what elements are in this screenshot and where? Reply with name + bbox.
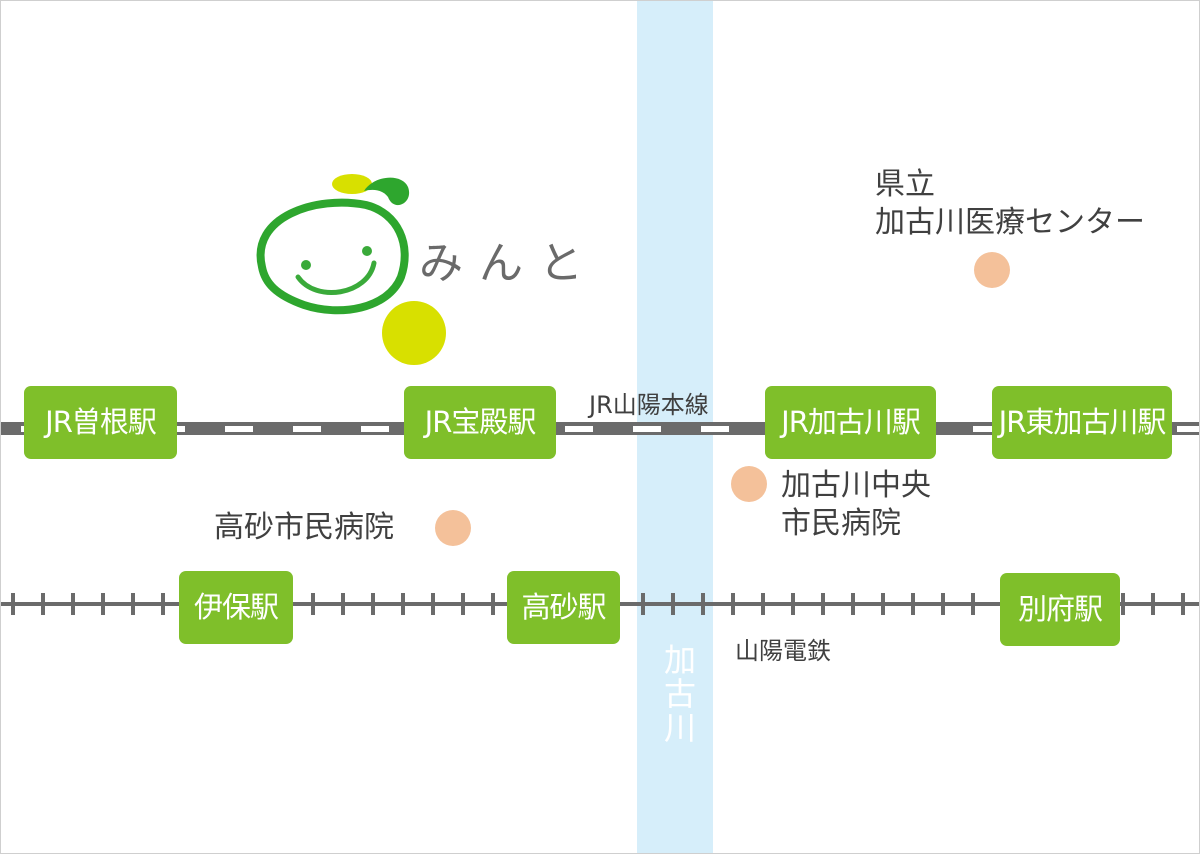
logo-yellow-circle <box>382 301 446 365</box>
logo-text: みんと <box>419 238 599 289</box>
station-iho[interactable]: 伊保駅 <box>179 571 293 644</box>
station-takasago[interactable]: 高砂駅 <box>507 571 620 644</box>
logo-eye-right <box>362 246 372 256</box>
logo-eye-left <box>301 260 311 270</box>
station-jr-sone[interactable]: JR曽根駅 <box>24 386 177 459</box>
hospital-marker-prefectural[interactable] <box>974 252 1010 288</box>
station-jr-kakogawa[interactable]: JR加古川駅 <box>765 386 936 459</box>
station-jr-higashi-kakogawa[interactable]: JR東加古川駅 <box>992 386 1172 459</box>
hospital-marker-takasago[interactable] <box>435 510 471 546</box>
hospital-marker-kakogawa-central[interactable] <box>731 466 767 502</box>
sanyo-line-label: 山陽電鉄 <box>735 637 831 665</box>
jr-sanyo-line-dashes <box>1 426 1199 432</box>
station-befu[interactable]: 別府駅 <box>1000 573 1120 646</box>
logo-face-outline <box>256 198 409 315</box>
logo-mark <box>256 174 446 365</box>
jr-line-label: JR山陽本線 <box>589 391 709 419</box>
river-label: 加古川 <box>659 643 697 745</box>
logo-smile <box>295 260 377 295</box>
hospital-label-takasago: 高砂市民病院 <box>214 510 394 545</box>
station-jr-hoden[interactable]: JR宝殿駅 <box>404 386 556 459</box>
logo-leaf-green <box>364 177 410 206</box>
hospital-label-kakogawa-central: 加古川中央 市民病院 <box>781 468 931 541</box>
hospital-label-prefectural: 県立 加古川医療センター <box>875 167 1145 240</box>
logo-leaf-yellow <box>332 174 372 194</box>
